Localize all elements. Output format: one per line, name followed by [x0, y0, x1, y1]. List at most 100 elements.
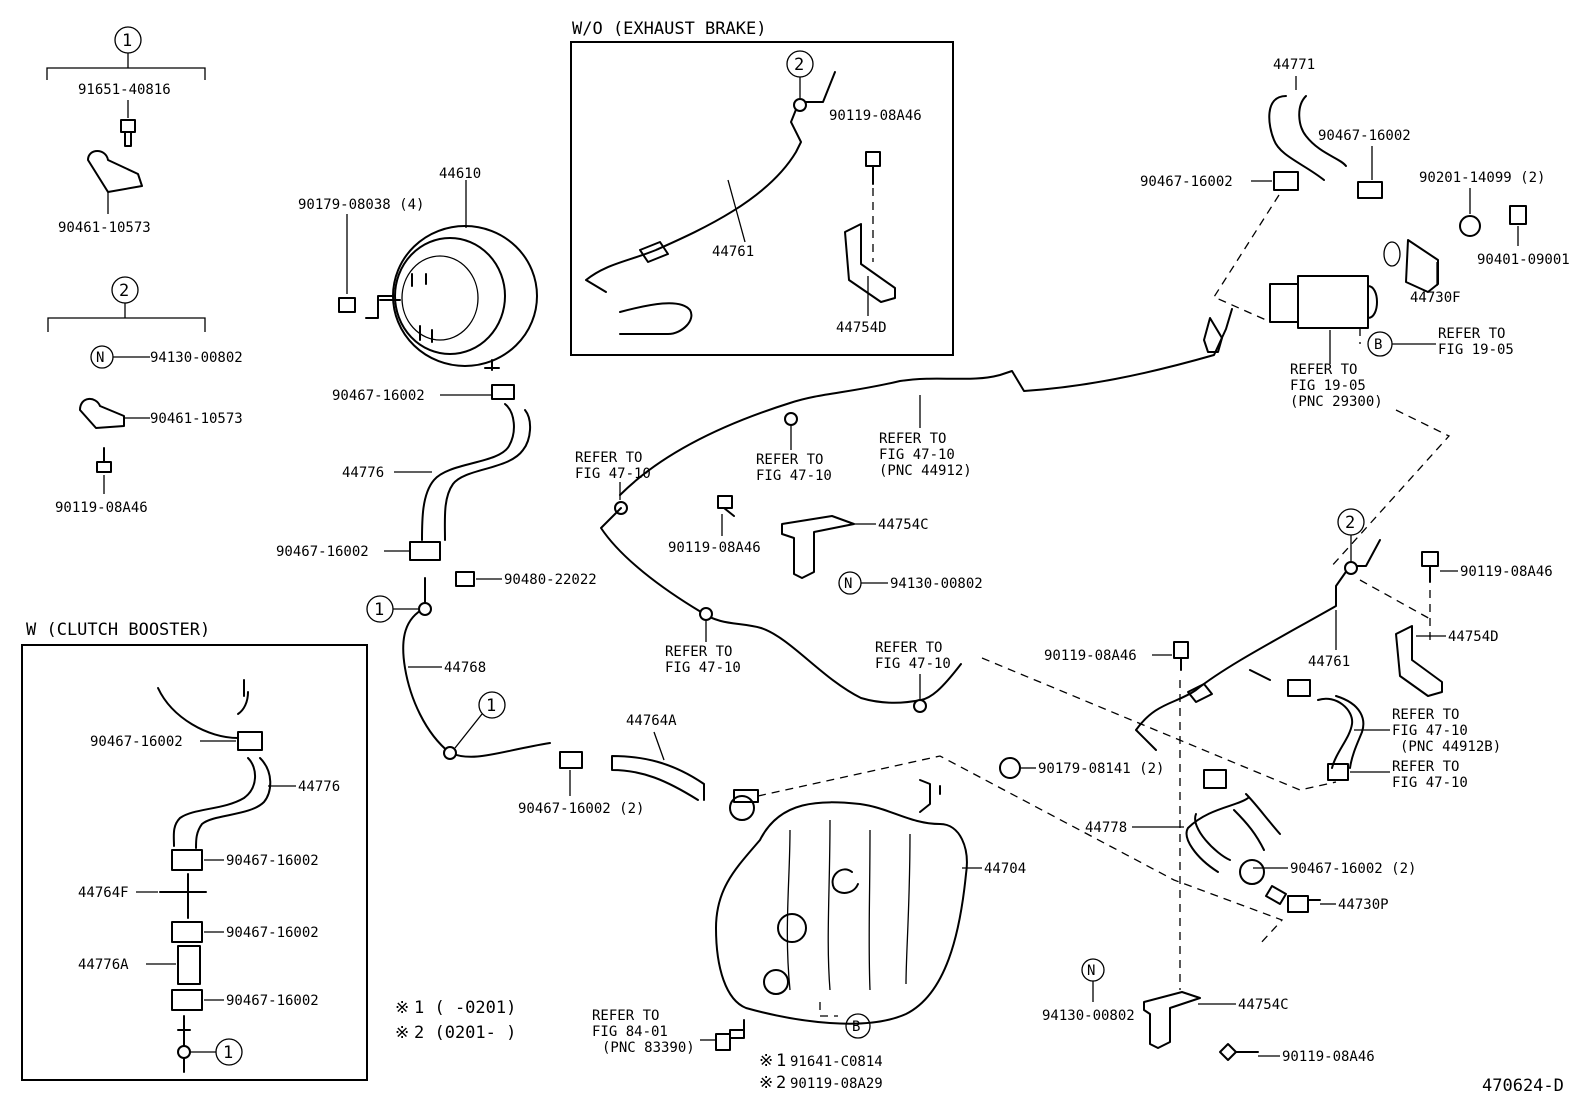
- label-44754C-center: 44754C: [878, 517, 929, 533]
- ref-fig19-pnc: REFER TO: [1290, 362, 1357, 378]
- label-44704: 44704: [984, 861, 1026, 877]
- label-90467-16002-cb-2: 90467-16002: [226, 853, 319, 869]
- bolt-90119-08A46-rmid: [1173, 641, 1189, 671]
- label-90119-08A46-center: 90119-08A46: [668, 540, 761, 556]
- hose-44776A: [177, 945, 201, 985]
- note-mark-2: ※: [395, 1023, 409, 1043]
- ref-pnc44912-fig: FIG 47-10: [879, 447, 955, 463]
- n-mark-center: N: [844, 576, 852, 592]
- bolt-91651-40816: [120, 119, 136, 147]
- label-90467-16002-cb-4: 90467-16002: [226, 993, 319, 1009]
- hose-44764A: [611, 755, 705, 801]
- ref-fig84-fig: FIG 84-01: [592, 1024, 668, 1040]
- marker-1-pipe44768-bottom: 1: [486, 696, 496, 716]
- note-1: 1 ( -0201): [414, 998, 516, 1018]
- ref-mid-1: REFER TO: [756, 452, 823, 468]
- ref-right-low: REFER TO: [1392, 759, 1459, 775]
- label-44776: 44776: [342, 465, 384, 481]
- bolt-90119-08A46-kit2: [96, 447, 112, 473]
- ref-fig84-pnc: (PNC 83390): [602, 1040, 695, 1056]
- ref-fig19-pnc-fig: FIG 19-05: [1290, 378, 1366, 394]
- marker-1-cb: 1: [223, 1043, 233, 1063]
- label-44761-right: 44761: [1308, 654, 1350, 670]
- label-90467-16002-rtop: 90467-16002: [1318, 128, 1411, 144]
- clutch-booster-body: [157, 679, 249, 739]
- label-90401-09001: 90401-09001: [1477, 252, 1570, 268]
- hose-44912B: [1317, 695, 1365, 769]
- ref-left-1: REFER TO: [575, 450, 642, 466]
- clamp-90467-16002-b: [409, 541, 441, 561]
- switch-44730P: [1265, 885, 1321, 913]
- ref-lower-1: REFER TO: [665, 644, 732, 660]
- n-mark-kit2: N: [96, 350, 104, 366]
- ref-fig19-right: REFER TO: [1438, 326, 1505, 342]
- note-n1: 1: [776, 1051, 786, 1071]
- ref-lower-1-fig: FIG 47-10: [665, 660, 741, 676]
- label-44776A: 44776A: [78, 957, 129, 973]
- clamp-44778-top: [1203, 769, 1227, 789]
- ref-pnc44912B: REFER TO: [1392, 707, 1459, 723]
- label-90467-16002-booster-bottom: 90467-16002: [276, 544, 369, 560]
- ref-left-1-fig: FIG 47-10: [575, 466, 651, 482]
- clamp-cb-3: [171, 921, 203, 943]
- clamp-90467-16002-a: [491, 384, 515, 400]
- label-94130-00802-bottom: 94130-00802: [1042, 1008, 1135, 1024]
- label-44761-inset: 44761: [712, 244, 754, 260]
- clamp-90467-16002-left2: [559, 751, 583, 769]
- label-44764F: 44764F: [78, 885, 129, 901]
- marker-1-pipe44768-top: 1: [374, 600, 384, 620]
- pipe-main-upper: [619, 308, 1233, 496]
- clutch-booster-inset-box: [21, 644, 368, 1081]
- ref-lower-2: REFER TO: [875, 640, 942, 656]
- label-90480-22022: 90480-22022: [504, 572, 597, 588]
- clamp-cb-4: [171, 989, 203, 1011]
- label-90467-16002-2-right: 90467-16002 (2): [1290, 861, 1416, 877]
- reservoir-44704: [715, 801, 968, 1025]
- label-90119-08A46-bottom: 90119-08A46: [1282, 1049, 1375, 1065]
- bracket-44754D-right: [1395, 625, 1443, 697]
- bracket-44754C-center: [781, 515, 855, 579]
- b-mark-right: B: [1374, 337, 1382, 353]
- note-mark-1: ※: [395, 998, 409, 1018]
- label-94130-00802-center: 94130-00802: [890, 576, 983, 592]
- pipe-44761-right: [1135, 539, 1381, 751]
- n-mark-bottom: N: [1087, 963, 1095, 979]
- clamp-right-mid: [1287, 679, 1311, 697]
- label-44754D-inset: 44754D: [836, 320, 887, 336]
- label-44754C-bottom: 44754C: [1238, 997, 1289, 1013]
- label-44730F: 44730F: [1410, 290, 1461, 306]
- clamp-cb-1: [237, 731, 263, 751]
- label-44768: 44768: [444, 660, 486, 676]
- ref-fig19-pnc-pnc: (PNC 29300): [1290, 394, 1383, 410]
- clamp-90461-10573-kit2: [79, 398, 125, 429]
- ref-right-low-fig: FIG 47-10: [1392, 775, 1468, 791]
- washer-90201-14099: [1459, 215, 1481, 237]
- ref-pnc44912B-pnc: (PNC 44912B): [1400, 739, 1501, 755]
- bracket-44754C-bottom: [1143, 991, 1201, 1049]
- hose-44776: [421, 403, 531, 541]
- label-91651-40816: 91651-40816: [78, 82, 171, 98]
- label-44776-cb: 44776: [298, 779, 340, 795]
- tee-44764F: [159, 873, 207, 919]
- nut-90179-08038: [338, 297, 356, 313]
- clamp-90467-16002-tank: [729, 795, 755, 821]
- note-2: 2 (0201- ): [414, 1023, 516, 1043]
- label-44764A: 44764A: [626, 713, 677, 729]
- marker-2-right: 2: [1345, 513, 1355, 533]
- hose-44776-cb: [172, 757, 272, 849]
- label-44730P: 44730P: [1338, 897, 1389, 913]
- note-mark-bolt-1: ※: [759, 1051, 773, 1071]
- ref-lower-2-fig: FIG 47-10: [875, 656, 951, 672]
- kit-2-marker: 2: [119, 281, 129, 301]
- clamp-90467-16002-rtop: [1357, 181, 1383, 199]
- clamp-right-low: [1327, 763, 1349, 781]
- label-90179-08141: 90179-08141 (2): [1038, 761, 1164, 777]
- label-44754D-right: 44754D: [1448, 629, 1499, 645]
- kit-1-marker: 1: [122, 31, 132, 51]
- label-90119-08A46-rtop: 90119-08A46: [1460, 564, 1553, 580]
- grommet-90179-08141: [999, 757, 1021, 779]
- label-90467-16002-cb-1: 90467-16002: [90, 734, 183, 750]
- label-94130-00802-kit2: 94130-00802: [150, 350, 243, 366]
- label-90467-16002-rleft: 90467-16002: [1140, 174, 1233, 190]
- pipe-44761-inset: [585, 71, 836, 293]
